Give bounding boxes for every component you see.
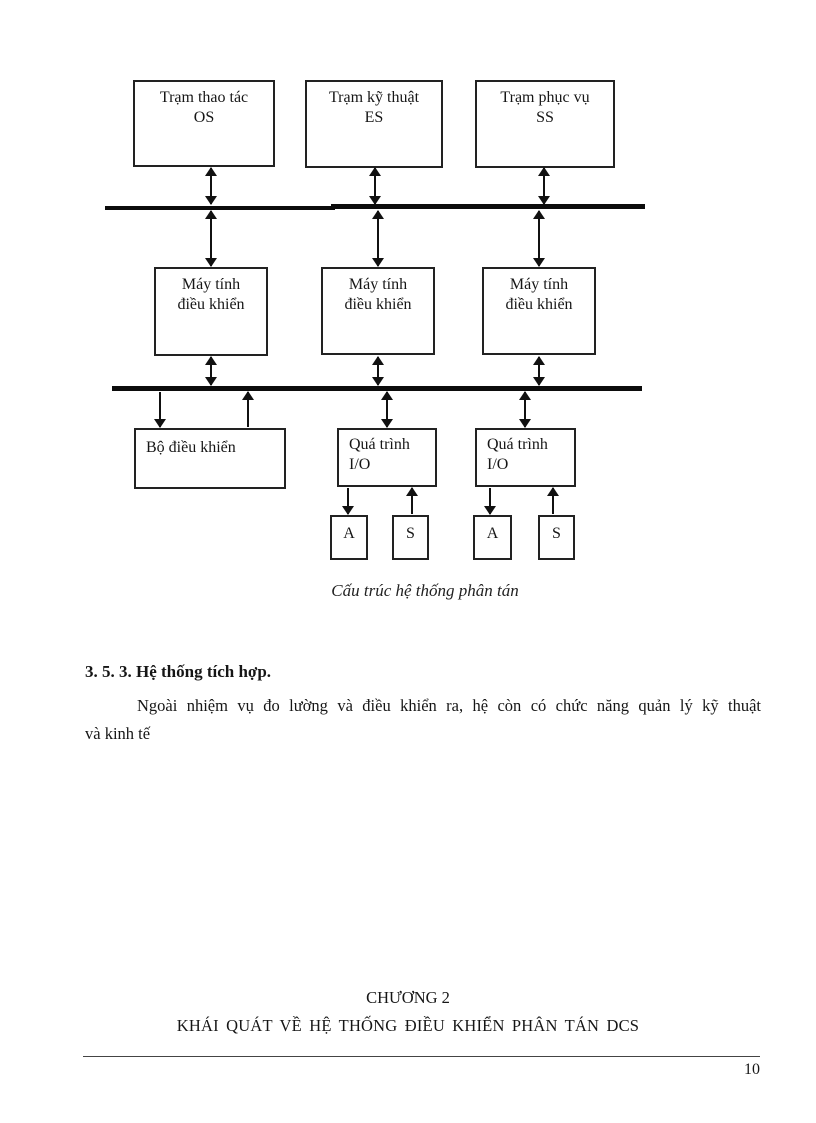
control-computer-1-line2: điều khiển: [177, 295, 245, 313]
double-arrow-icon: [369, 167, 381, 205]
section-heading: 3. 5. 3. Hệ thống tích hợp.: [85, 662, 272, 681]
diagram-caption: Cấu trúc hệ thống phân tán: [331, 581, 519, 600]
down-arrow-icon: [342, 487, 354, 515]
station-os-line1: Trạm thao tác: [159, 89, 249, 106]
actuator-box-2: A: [473, 515, 512, 560]
station-ss-line1: Trạm phục vụ: [500, 89, 590, 106]
station-es-line1: Trạm kỹ thuật: [328, 89, 420, 106]
control-computer-box-3: Máy tính điều khiển: [482, 267, 596, 355]
double-arrow-icon: [533, 356, 545, 386]
double-arrow-icon: [381, 391, 393, 428]
up-arrow-icon: [406, 487, 418, 515]
actuator-2-label: A: [486, 525, 499, 542]
process-io-1-line1: Quá trình: [349, 436, 410, 453]
double-arrow-icon: [533, 210, 545, 267]
up-arrow-icon: [547, 487, 559, 515]
body-line-1: Ngoài nhiệm vụ đo lường và điều khiển ra…: [137, 696, 761, 715]
control-computer-1-line1: Máy tính: [181, 276, 241, 293]
lower-bus-line: [112, 386, 642, 391]
controller-box: Bộ điều khiển: [134, 428, 286, 489]
upper-bus-line-left-segment: [105, 206, 335, 210]
station-box-ss: Trạm phục vụ SS: [475, 80, 615, 168]
footer-divider: [83, 1056, 760, 1057]
up-arrow-icon: [242, 391, 254, 428]
double-arrow-icon: [205, 356, 217, 386]
upper-bus-line-right-segment: [331, 204, 645, 209]
process-io-1-line2: I/O: [349, 455, 371, 473]
sensor-box-2: S: [538, 515, 575, 560]
control-computer-3-line2: điều khiển: [505, 295, 573, 313]
station-es-line2: ES: [364, 108, 384, 126]
process-io-box-2: Quá trình I/O: [475, 428, 576, 487]
station-os-line2: OS: [193, 108, 215, 126]
control-computer-3-line1: Máy tính: [509, 276, 569, 293]
double-arrow-icon: [372, 210, 384, 267]
section-body: Ngoài nhiệm vụ đo lường và điều khiển ra…: [85, 692, 761, 748]
double-arrow-icon: [519, 391, 531, 428]
actuator-box-1: A: [330, 515, 368, 560]
chapter-subtitle: KHÁI QUÁT VỀ HỆ THỐNG ĐIỀU KHIỂN PHÂN TÁ…: [176, 1016, 640, 1035]
double-arrow-icon: [372, 356, 384, 386]
page-number: 10: [744, 1061, 760, 1078]
station-box-os: Trạm thao tác OS: [133, 80, 275, 167]
process-io-2-line2: I/O: [487, 455, 509, 473]
controller-label: Bộ điều khiển: [146, 439, 236, 456]
control-computer-box-2: Máy tính điều khiển: [321, 267, 435, 355]
chapter-heading-block: CHƯƠNG 2 KHÁI QUÁT VỀ HỆ THỐNG ĐIỀU KHIỂ…: [0, 984, 816, 1040]
double-arrow-icon: [205, 210, 217, 267]
process-io-2-line1: Quá trình: [487, 436, 548, 453]
process-io-box-1: Quá trình I/O: [337, 428, 437, 487]
down-arrow-icon: [154, 391, 166, 428]
double-arrow-icon: [538, 167, 550, 205]
control-computer-box-1: Máy tính điều khiển: [154, 267, 268, 356]
chapter-title: CHƯƠNG 2: [366, 988, 450, 1007]
station-box-es: Trạm kỹ thuật ES: [305, 80, 443, 168]
station-ss-line2: SS: [536, 108, 554, 126]
down-arrow-icon: [484, 487, 496, 515]
double-arrow-icon: [205, 167, 217, 205]
sensor-2-label: S: [552, 525, 561, 542]
actuator-1-label: A: [343, 525, 355, 542]
sensor-box-1: S: [392, 515, 429, 560]
sensor-1-label: S: [406, 525, 415, 542]
control-computer-2-line2: điều khiển: [344, 295, 412, 313]
body-line-2: và kinh tế: [85, 724, 151, 743]
control-computer-2-line1: Máy tính: [348, 276, 408, 293]
